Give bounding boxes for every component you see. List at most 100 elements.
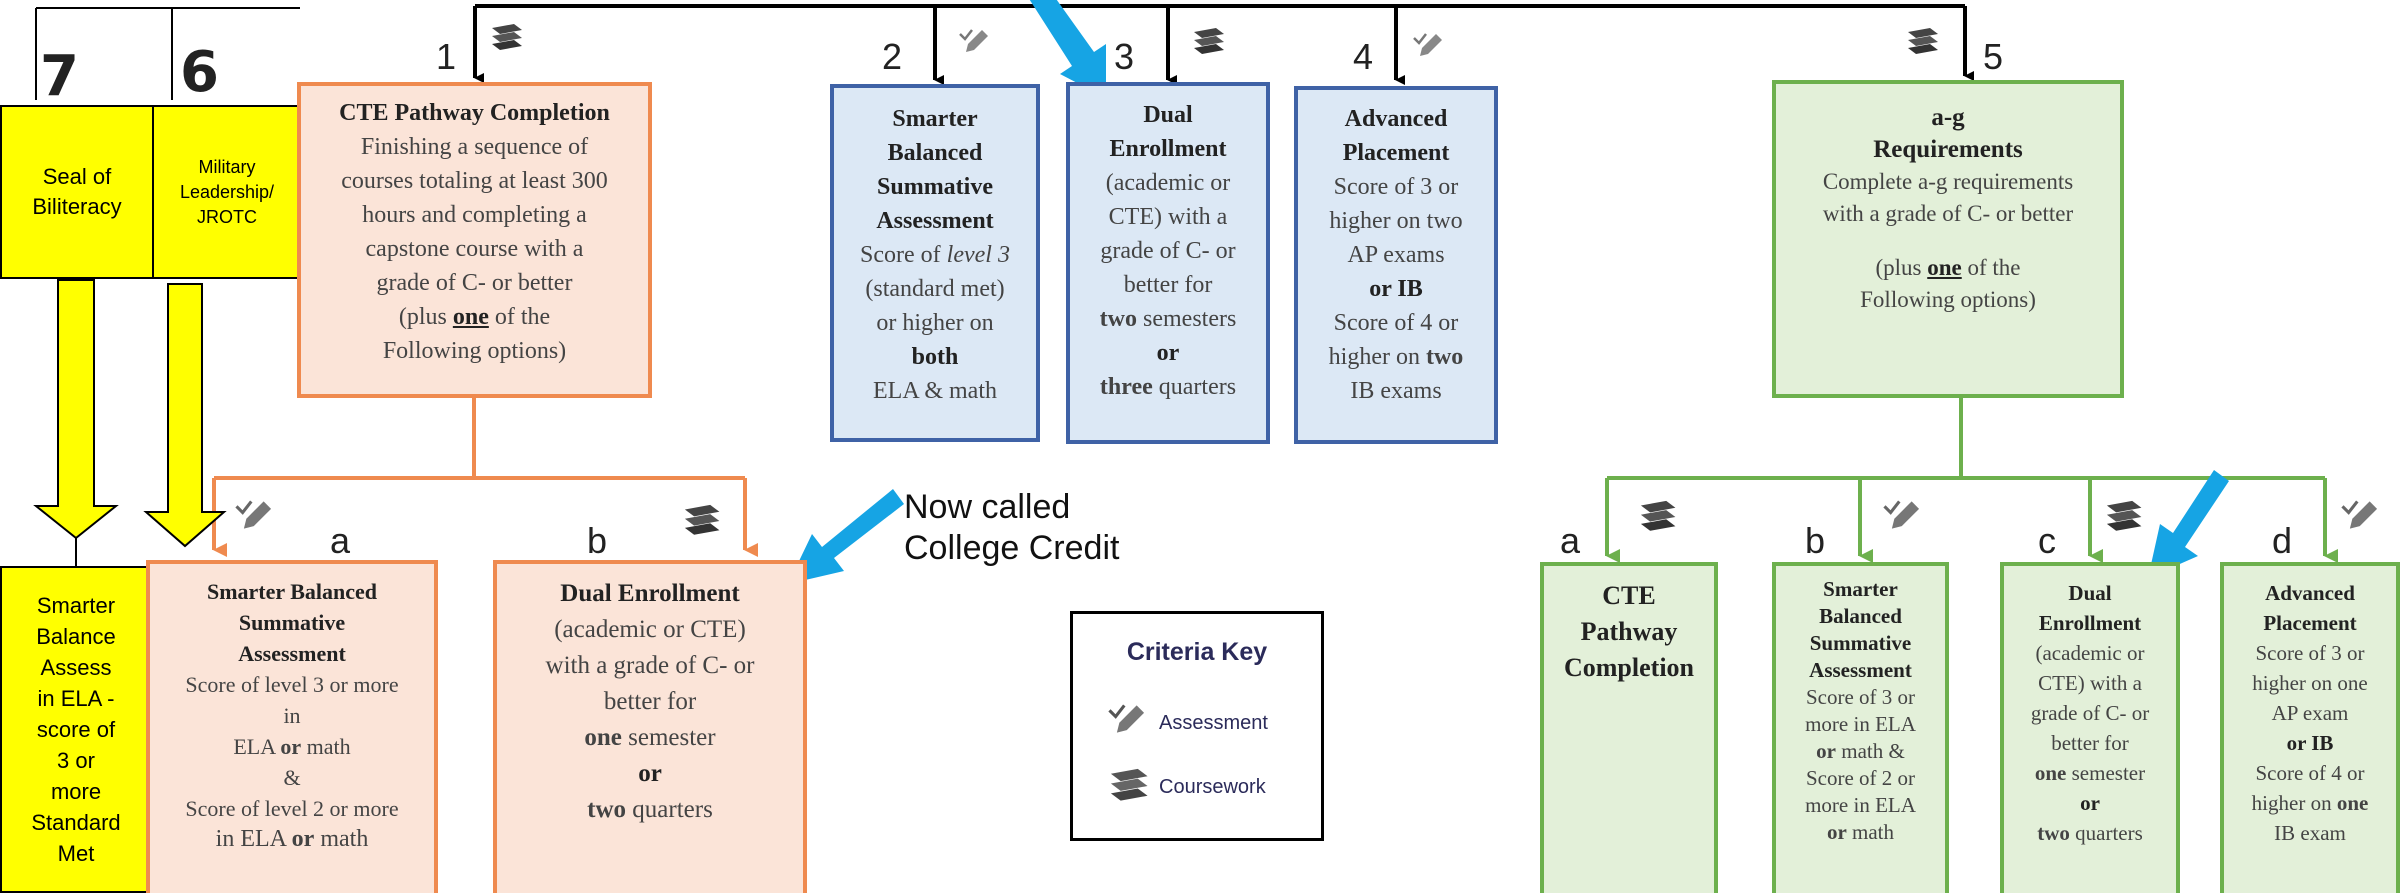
- emphasis: or: [280, 734, 302, 759]
- cte-line: capstone course with a: [365, 236, 584, 262]
- seal-of-biliteracy-box: Seal of Biliteracy: [0, 105, 154, 279]
- label-green-c: c: [2038, 520, 2056, 561]
- gc-line: grade of C- or: [2030, 701, 2150, 725]
- text: quarters: [1152, 374, 1237, 400]
- dual-line: grade of C- or: [1100, 238, 1236, 264]
- cte-plus-line: (plus one of the: [399, 300, 550, 334]
- text: math: [301, 734, 351, 759]
- sba-line: score of: [36, 717, 116, 742]
- ag-title: Requirements: [1873, 136, 2023, 163]
- ap-line: AP exams: [1347, 242, 1445, 268]
- gc-or: or: [2080, 791, 2100, 815]
- callout-arrow-college-credit: [788, 489, 904, 584]
- criteria-assessment-label: Assessment: [1159, 712, 1268, 734]
- callout-arrows: [788, 0, 2229, 584]
- top-bracket: [473, 4, 1974, 85]
- sba-line: more: [50, 779, 102, 804]
- criteria-key-title: Criteria Key: [1126, 638, 1268, 666]
- sbac-line: (standard met): [865, 276, 1005, 302]
- yellow-arrow-seal: [33, 279, 119, 540]
- sbac-title: Smarter: [892, 106, 978, 132]
- sba-line: 3 or: [57, 748, 95, 773]
- ob-line: better for: [603, 688, 697, 715]
- gc-line: CTE) with a: [2038, 671, 2142, 695]
- green-sbac-box: Smarter Balanced Summative Assessment Sc…: [1772, 562, 1949, 893]
- gb-line: Score of 2 or: [1805, 766, 1916, 790]
- text: of the: [488, 304, 551, 330]
- label-1: 1: [436, 36, 457, 77]
- text: ELA: [233, 734, 281, 759]
- text: semesters: [1137, 306, 1237, 332]
- note-line: College Credit: [904, 529, 1120, 567]
- books-icon: [492, 24, 522, 50]
- ap-line: higher on two: [1329, 208, 1463, 234]
- military-line: Military: [198, 156, 256, 177]
- dual-enrollment-box: Dual Enrollment (academic or CTE) with a…: [1066, 82, 1270, 444]
- cte-line: Finishing a sequence of: [360, 134, 589, 160]
- dual-line: (academic or: [1105, 170, 1231, 196]
- text: semester: [2066, 761, 2146, 785]
- books-icon: [1110, 768, 1148, 801]
- ob-one-line: one semester: [584, 720, 715, 756]
- left-bracket: [35, 7, 300, 568]
- dual-title: Enrollment: [1109, 136, 1227, 162]
- gb-title: Assessment: [1809, 658, 1912, 682]
- smarter-balance-ela-box: Smarter Balance Assess in ELA - score of…: [0, 566, 152, 893]
- gc-line: better for: [2051, 731, 2129, 755]
- gb-or-line: or math &: [1816, 738, 1905, 765]
- dual-line: CTE) with a: [1108, 204, 1228, 230]
- college-credit-note: Now called College Credit: [904, 487, 1119, 569]
- ag-following: Following options): [1860, 287, 2036, 312]
- label-6: 6: [180, 40, 219, 105]
- emphasis: level 3: [946, 242, 1010, 268]
- dual-or: or: [1156, 340, 1180, 366]
- military-line: JROTC: [197, 206, 257, 227]
- label-green-d: d: [2272, 520, 2293, 561]
- smarter-balanced-box: Smarter Balanced Summative Assessment Sc…: [830, 84, 1040, 442]
- gc-title: Dual: [2068, 581, 2112, 605]
- gb-line: Score of 3 or: [1805, 685, 1916, 709]
- emphasis: or: [1826, 820, 1847, 844]
- label-sub-a: a: [330, 520, 351, 561]
- books-icon: [1640, 500, 1676, 531]
- sba-line: in ELA -: [37, 686, 115, 711]
- emphasis: two: [1425, 344, 1464, 370]
- text: math: [1846, 820, 1895, 844]
- green-cte-box: CTE Pathway Completion: [1540, 562, 1718, 893]
- gb-line: more in ELA: [1805, 793, 1916, 817]
- gc-line: (academic or: [2035, 641, 2145, 665]
- military-line: Leadership/: [179, 181, 275, 202]
- yellow-arrow-military: [143, 283, 227, 548]
- cte-line: courses totaling at least 300: [341, 168, 608, 194]
- text: Score of: [860, 242, 947, 268]
- gd-last: IB exam: [2274, 821, 2346, 845]
- advanced-placement-box: Advanced Placement Score of 3 or higher …: [1294, 86, 1498, 444]
- emphasis: one: [584, 724, 622, 751]
- text: higher on: [1328, 344, 1426, 370]
- sbac-last: ELA & math: [873, 378, 997, 404]
- callout-arrow-dual: [1029, 0, 1106, 98]
- dual-line: better for: [1123, 272, 1213, 298]
- sbac-title: Balanced: [887, 140, 983, 166]
- ga-title: Completion: [1564, 653, 1694, 682]
- green-dual-enrollment-box: Dual Enrollment (academic or CTE) with a…: [2000, 562, 2180, 893]
- ob-title: Dual Enrollment: [560, 580, 740, 607]
- seal-line: Biliteracy: [32, 194, 122, 219]
- orange-dual-enrollment-box: Dual Enrollment (academic or CTE) with a…: [493, 560, 807, 893]
- oa-title: Smarter Balanced: [206, 579, 378, 604]
- dual-three-line: three quarters: [1100, 370, 1236, 404]
- cte-line: hours and completing a: [362, 202, 587, 228]
- label-5: 5: [1983, 36, 2004, 77]
- label-green-a: a: [1560, 520, 1581, 561]
- ob-line: with a grade of C- or: [545, 652, 755, 679]
- ag-requirements-box: a-g Requirements Complete a-g requiremen…: [1772, 80, 2124, 398]
- cte-following: Following options): [382, 338, 567, 364]
- ap-title: Advanced: [1344, 106, 1448, 132]
- text: math: [314, 826, 369, 852]
- text: semester: [621, 724, 716, 751]
- pencil-check-icon: [1413, 33, 1442, 56]
- books-icon: [1194, 28, 1224, 54]
- ap-line: Score of 4 or: [1333, 310, 1459, 336]
- orange-sbac-box: Smarter Balanced Summative Assessment Sc…: [146, 560, 438, 893]
- text: math &: [1836, 739, 1905, 763]
